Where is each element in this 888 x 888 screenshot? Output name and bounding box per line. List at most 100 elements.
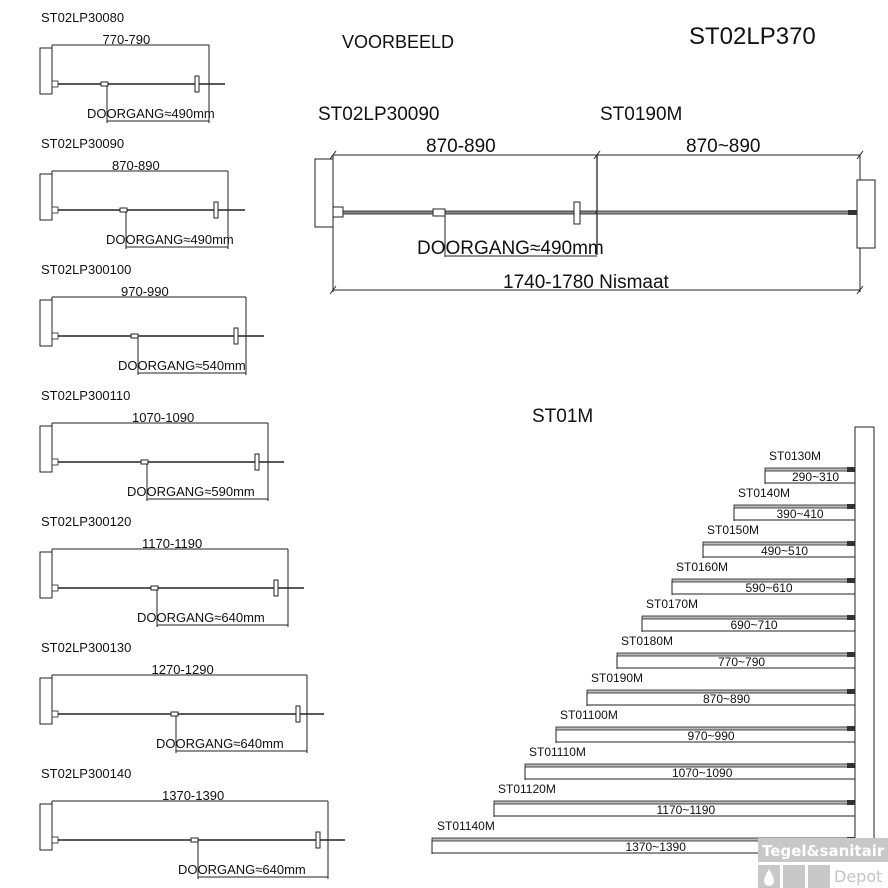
panel-width: 770~790 (718, 655, 765, 669)
variant-wall-bracket (51, 80, 59, 88)
main-model-title: ST02LP370 (689, 23, 816, 50)
panel-model: ST01110M (529, 745, 586, 759)
variant-width: 1170-1190 (142, 536, 202, 551)
panel-width: 1370~1390 (626, 840, 687, 854)
panel-profile (847, 578, 855, 583)
example-tick-marks (329, 150, 864, 295)
watermark-line1: Tegel&sanitair (762, 842, 885, 860)
variant-wall (39, 425, 53, 473)
example-left-model: ST02LP30090 (318, 104, 440, 125)
panel-item: ST01100M 970~990 (555, 708, 856, 743)
panel-width: 590~610 (746, 581, 793, 595)
variant-width: 870-890 (112, 158, 160, 173)
example-right-wall (856, 179, 876, 249)
panels-staircase: ST0130M290~310ST0140M390~410ST0150M490~5… (431, 426, 875, 854)
variant-passage: DOORGANG≈640mm (137, 610, 265, 625)
variant-model: ST02LP300140 (41, 766, 131, 781)
variant-wall (39, 551, 53, 599)
example-wall-bracket (332, 206, 344, 218)
panel-profile (847, 689, 855, 694)
water-drop-icon (764, 869, 774, 886)
panel-item: ST01120M 1170~1190 (493, 782, 856, 817)
variant-slider-clamp (100, 81, 109, 87)
example-right-model: ST0190M (600, 104, 682, 125)
variant-passage: DOORGANG≈490mm (106, 232, 234, 247)
panel-profile (847, 763, 855, 768)
variant-passage: DOORGANG≈540mm (118, 358, 246, 373)
watermark-line2: Depot (834, 867, 882, 886)
panel-profile (847, 800, 855, 805)
example-right-glass-panel (596, 210, 858, 215)
variant-width: 1370-1390 (162, 788, 224, 803)
panel-profile (847, 615, 855, 620)
panel-model: ST01140M (437, 819, 495, 833)
panel-width: 970~990 (688, 729, 735, 743)
panel-width: 490~510 (761, 544, 808, 558)
variant-passage: DOORGANG≈640mm (178, 862, 306, 877)
variant-wall (39, 47, 53, 95)
panel-width: 1170~1190 (657, 803, 716, 817)
panel-profile (847, 541, 855, 546)
example-passage: DOORGANG≈490mm (417, 238, 604, 259)
watermark-tile-2 (783, 865, 805, 888)
panel-profile (847, 504, 855, 509)
panel-model: ST0190M (591, 671, 643, 685)
variant-slider-clamp (130, 333, 139, 339)
variant-model: ST02LP30080 (41, 10, 124, 25)
variant-door-handle (233, 327, 239, 345)
panel-model: ST0150M (707, 523, 759, 537)
variant-model: ST02LP30090 (41, 136, 124, 151)
variant-wall-bracket (51, 458, 59, 466)
variant-wall-bracket (51, 710, 59, 718)
panels-wall (854, 426, 875, 852)
example-slider-clamp (432, 208, 446, 217)
panel-model: ST01120M (498, 782, 556, 796)
variant-width: 970-990 (121, 284, 169, 299)
variant-door-handle (194, 75, 200, 93)
small-variants: ST02LP30080770-790DOORGANG≈490mmST02LP30… (39, 10, 345, 879)
panel-width: 290~310 (792, 470, 839, 484)
variant-width: 1070-1090 (132, 410, 194, 425)
example-left-width: 870-890 (426, 136, 496, 157)
panel-item: ST01110M 1070~1090 (524, 745, 856, 780)
example-heading: VOORBEELD (342, 32, 454, 52)
panel-model: ST0170M (646, 597, 698, 611)
variant-passage: DOORGANG≈640mm (156, 736, 284, 751)
example-niche-size: 1740-1780 Nismaat (503, 272, 670, 293)
variant-door-handle (315, 831, 321, 849)
variant-model: ST02LP300100 (41, 262, 131, 277)
example-left-glass-panel (342, 210, 597, 215)
panel-item: ST0180M 770~790 (616, 634, 856, 669)
panel-profile (847, 467, 855, 472)
panel-item: ST0190M 870~890 (586, 671, 856, 706)
variant-model: ST02LP300130 (41, 640, 131, 655)
example-door-handle (573, 201, 581, 225)
panel-item: ST01140M 1370~1390 (431, 819, 856, 854)
variant-slider-clamp (140, 459, 149, 465)
variant-slider-clamp (170, 711, 179, 717)
variant-wall (39, 677, 53, 725)
variant-passage: DOORGANG≈590mm (127, 484, 255, 499)
example-left-wall (314, 158, 334, 228)
panel-width: 870~890 (703, 692, 750, 706)
variant-wall (39, 299, 53, 347)
panel-model: ST01100M (560, 708, 618, 722)
variant-door-handle (295, 705, 301, 723)
panel-model: ST0180M (621, 634, 673, 648)
panel-width: 1070~1090 (672, 766, 733, 780)
watermark: Tegel&sanitair Depot (758, 838, 888, 888)
variant-door-handle (273, 579, 279, 597)
example-diagram: ST02LP30090 ST0190M 870-890 870~890 DOOR… (314, 104, 876, 295)
variant-wall-bracket (51, 332, 59, 340)
variant-wall-bracket (51, 206, 59, 214)
variant-slider-clamp (119, 207, 128, 213)
